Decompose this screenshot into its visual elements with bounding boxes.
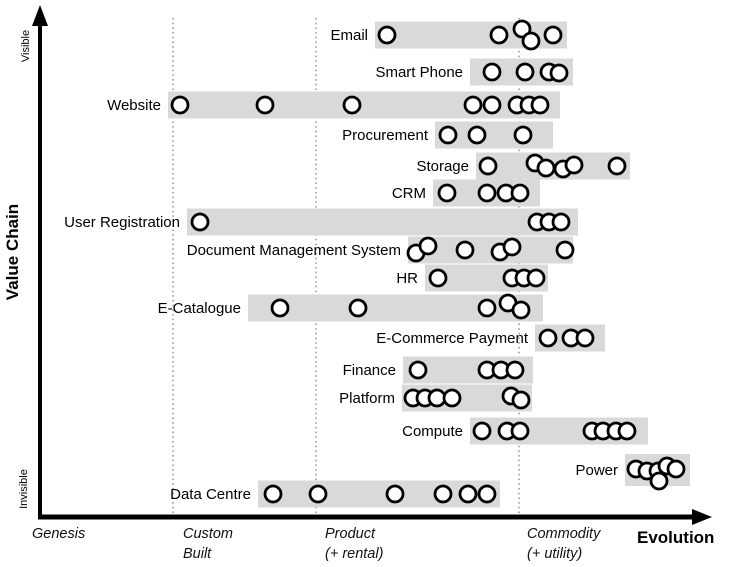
data-point-circle xyxy=(437,183,457,203)
data-point-circle xyxy=(263,484,283,504)
data-point-circle xyxy=(505,360,525,380)
data-point-circle xyxy=(477,484,497,504)
data-point-circle xyxy=(607,156,627,176)
data-point-circle xyxy=(477,298,497,318)
component-bar xyxy=(187,208,578,236)
data-point-circle xyxy=(463,95,483,115)
data-point-circle xyxy=(482,95,502,115)
data-point-circle xyxy=(478,156,498,176)
data-point-circle xyxy=(510,421,530,441)
data-point-circle xyxy=(467,125,487,145)
component-label: Email xyxy=(330,27,368,44)
component-label: Power xyxy=(575,462,618,479)
data-point-circle xyxy=(575,328,595,348)
data-point-circle xyxy=(617,421,637,441)
x-axis-arrow-icon xyxy=(692,509,712,525)
component-label: CRM xyxy=(392,185,426,202)
data-point-circle xyxy=(348,298,368,318)
data-point-circle xyxy=(428,268,448,288)
data-point-circle xyxy=(530,95,550,115)
data-point-circle xyxy=(270,298,290,318)
data-point-circle xyxy=(502,237,522,257)
data-point-circle xyxy=(255,95,275,115)
component-label: Procurement xyxy=(342,127,429,144)
data-point-circle xyxy=(538,328,558,348)
component-label: Website xyxy=(107,97,161,114)
data-point-circle xyxy=(564,155,584,175)
x-axis xyxy=(38,509,712,525)
stage-label-line2: (+ utility) xyxy=(527,546,582,562)
data-point-circle xyxy=(555,240,575,260)
data-point-circle xyxy=(408,360,428,380)
component-label: Data Centre xyxy=(170,486,251,503)
data-point-circle xyxy=(418,236,438,256)
data-point-circle xyxy=(512,19,532,39)
data-point-circle xyxy=(438,125,458,145)
data-point-circle xyxy=(649,471,669,491)
component-label: Smart Phone xyxy=(375,64,463,81)
data-point-circle xyxy=(482,62,502,82)
component-label: Document Management System xyxy=(187,242,401,259)
component-label: User Registration xyxy=(64,214,180,231)
data-point-circle xyxy=(666,459,686,479)
component-label: E-Commerce Payment xyxy=(376,330,529,347)
component-label: Platform xyxy=(339,390,395,407)
data-point-circle xyxy=(342,95,362,115)
data-point-circle xyxy=(377,25,397,45)
data-point-circle xyxy=(549,63,569,83)
data-point-circle xyxy=(510,183,530,203)
y-axis xyxy=(32,5,48,517)
y-axis-arrow-icon xyxy=(32,5,48,26)
component-label: Finance xyxy=(343,362,396,379)
data-point-circle xyxy=(472,421,492,441)
data-point-circle xyxy=(511,390,531,410)
data-point-circle xyxy=(526,268,546,288)
data-point-circle xyxy=(515,62,535,82)
component-label: HR xyxy=(396,270,418,287)
stage-label: Custom xyxy=(183,526,233,542)
x-axis-title: Evolution xyxy=(637,528,714,547)
data-point-circle xyxy=(385,484,405,504)
component-label: Compute xyxy=(402,423,463,440)
component-bar xyxy=(248,294,543,322)
data-point-circle xyxy=(489,25,509,45)
y-axis-invisible-label: Invisible xyxy=(18,469,30,509)
data-point-circle xyxy=(477,183,497,203)
stage-label: Commodity xyxy=(527,526,601,542)
component-label: Storage xyxy=(416,158,469,175)
data-point-circle xyxy=(521,31,541,51)
component-label: E-Catalogue xyxy=(158,300,241,317)
stage-label: Genesis xyxy=(32,526,85,542)
stage-label-line2: (+ rental) xyxy=(325,546,383,562)
stage-label: Product xyxy=(325,526,376,542)
stage-label-line2: Built xyxy=(183,546,212,562)
data-point-circle xyxy=(170,95,190,115)
data-point-circle xyxy=(536,158,556,178)
data-point-circle xyxy=(308,484,328,504)
y-axis-title: Value Chain xyxy=(3,204,22,300)
y-axis-visible-label: Visible xyxy=(20,30,32,62)
data-point-circle xyxy=(511,300,531,320)
data-point-circle xyxy=(513,125,533,145)
data-point-circle xyxy=(190,212,210,232)
data-point-circle xyxy=(433,484,453,504)
data-point-circle xyxy=(442,388,462,408)
data-point-circle xyxy=(455,240,475,260)
data-point-circle xyxy=(551,212,571,232)
data-point-circle xyxy=(458,484,478,504)
data-point-circle xyxy=(543,25,563,45)
